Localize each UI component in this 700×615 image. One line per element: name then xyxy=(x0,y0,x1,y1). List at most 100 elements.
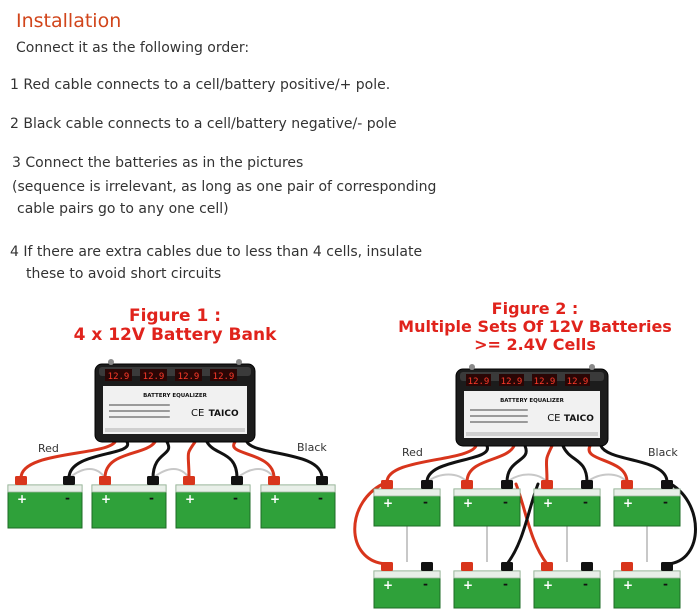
battery-lid xyxy=(453,570,521,579)
minus-sign: - xyxy=(65,491,70,505)
page-title: Installation xyxy=(16,10,122,32)
led-display xyxy=(105,369,132,381)
label-fine-print xyxy=(470,415,528,417)
mount-post xyxy=(469,364,475,370)
positive-terminal xyxy=(183,476,195,485)
led-display xyxy=(466,374,491,386)
battery-top-4: +- xyxy=(613,480,681,527)
figure-1-title-line-2: 4 x 12V Battery Bank xyxy=(73,325,277,345)
plus-sign: + xyxy=(623,496,633,510)
figure-2-title-line-2: Multiple Sets Of 12V Batteries xyxy=(398,317,672,336)
figure-2-title-line-3: >= 2.4V Cells xyxy=(474,335,596,354)
plus-sign: + xyxy=(270,492,280,506)
battery-lid xyxy=(533,570,601,579)
plus-sign: + xyxy=(101,492,111,506)
red-cable xyxy=(103,440,157,480)
ce-mark: CE xyxy=(547,413,560,424)
minus-sign: - xyxy=(583,577,588,591)
step-2-text: 2 Black cable connects to a cell/battery… xyxy=(10,116,397,132)
negative-terminal xyxy=(661,480,673,489)
step-1-text: 1 Red cable connects to a cell/battery p… xyxy=(10,77,391,93)
led-reading: 12.9 xyxy=(501,377,523,387)
minus-sign: - xyxy=(233,491,238,505)
label-fine-print xyxy=(470,409,528,411)
black-cable xyxy=(425,444,489,484)
battery-lid xyxy=(260,484,336,493)
figure-2-red-label: Red xyxy=(402,446,423,459)
led-reading: 12.9 xyxy=(178,372,200,382)
jumper-cable xyxy=(586,473,628,483)
label-footer xyxy=(466,432,598,436)
label-fine-print xyxy=(109,410,170,412)
brand-logo: TAICO xyxy=(564,414,594,424)
mount-post xyxy=(236,359,242,365)
plus-sign: + xyxy=(17,492,27,506)
positive-terminal xyxy=(381,562,393,571)
battery-lid xyxy=(91,484,167,493)
minus-sign: - xyxy=(663,495,668,509)
battery-top-1: +- xyxy=(373,480,441,527)
figure-1-batteries: +-+-+-+- xyxy=(7,476,336,529)
minus-sign: - xyxy=(663,577,668,591)
minus-sign: - xyxy=(318,491,323,505)
ce-mark: CE xyxy=(191,408,204,419)
label-fine-print xyxy=(109,416,170,418)
minus-sign: - xyxy=(423,495,428,509)
plus-sign: + xyxy=(543,496,553,510)
step-3-note-line-2: cable pairs go to any one cell) xyxy=(17,201,229,217)
red-cable xyxy=(587,444,629,484)
led-display xyxy=(565,374,590,386)
positive-terminal xyxy=(621,480,633,489)
negative-terminal xyxy=(421,562,433,571)
negative-terminal xyxy=(501,562,513,571)
battery-1: +- xyxy=(7,476,83,529)
label-fine-print xyxy=(109,404,170,406)
black-cable xyxy=(505,444,528,484)
led-reading: 12.9 xyxy=(567,377,589,387)
negative-terminal xyxy=(63,476,75,485)
led-reading: 12.9 xyxy=(143,372,165,382)
plus-sign: + xyxy=(463,496,473,510)
positive-terminal xyxy=(541,562,553,571)
battery-4: +- xyxy=(260,476,336,529)
minus-sign: - xyxy=(583,495,588,509)
led-reading: 12.9 xyxy=(108,372,130,382)
mount-post xyxy=(108,359,114,365)
figure-2-title: Figure 2 : Multiple Sets Of 12V Batterie… xyxy=(380,300,690,354)
led-display xyxy=(175,369,202,381)
step-3-text: 3 Connect the batteries as in the pictur… xyxy=(12,155,304,171)
figure-1-title: Figure 1 : 4 x 12V Battery Bank xyxy=(55,307,295,345)
red-cable xyxy=(544,444,554,484)
led-reading: 12.9 xyxy=(534,377,556,387)
plus-sign: + xyxy=(185,492,195,506)
brand-logo: TAICO xyxy=(209,409,239,419)
red-cable xyxy=(232,440,276,480)
jumper-cable xyxy=(152,468,190,479)
figure-2-black-label: Black xyxy=(648,446,678,459)
red-cable xyxy=(385,444,478,484)
black-cable xyxy=(205,440,239,480)
positive-terminal xyxy=(461,562,473,571)
black-cable xyxy=(599,444,669,484)
plus-sign: + xyxy=(623,578,633,592)
led-display xyxy=(210,369,237,381)
battery-bottom-1: +- xyxy=(373,562,441,609)
mount-post xyxy=(589,364,595,370)
battery-lid xyxy=(533,488,601,497)
negative-terminal xyxy=(147,476,159,485)
positive-terminal xyxy=(621,562,633,571)
figure-2-title-line-1: Figure 2 : xyxy=(491,299,579,318)
led-reading: 12.9 xyxy=(213,372,235,382)
jumper-cable xyxy=(506,473,548,483)
battery-2: +- xyxy=(91,476,167,529)
label-footer xyxy=(105,428,245,432)
red-cable xyxy=(186,440,197,480)
figure-2-batteries: +-+-+-+-+-+-+-+- xyxy=(373,480,681,609)
negative-terminal xyxy=(581,480,593,489)
step-3-note-line-1: (sequence is irrelevant, as long as one … xyxy=(12,179,437,195)
jumper-cable xyxy=(426,473,468,483)
